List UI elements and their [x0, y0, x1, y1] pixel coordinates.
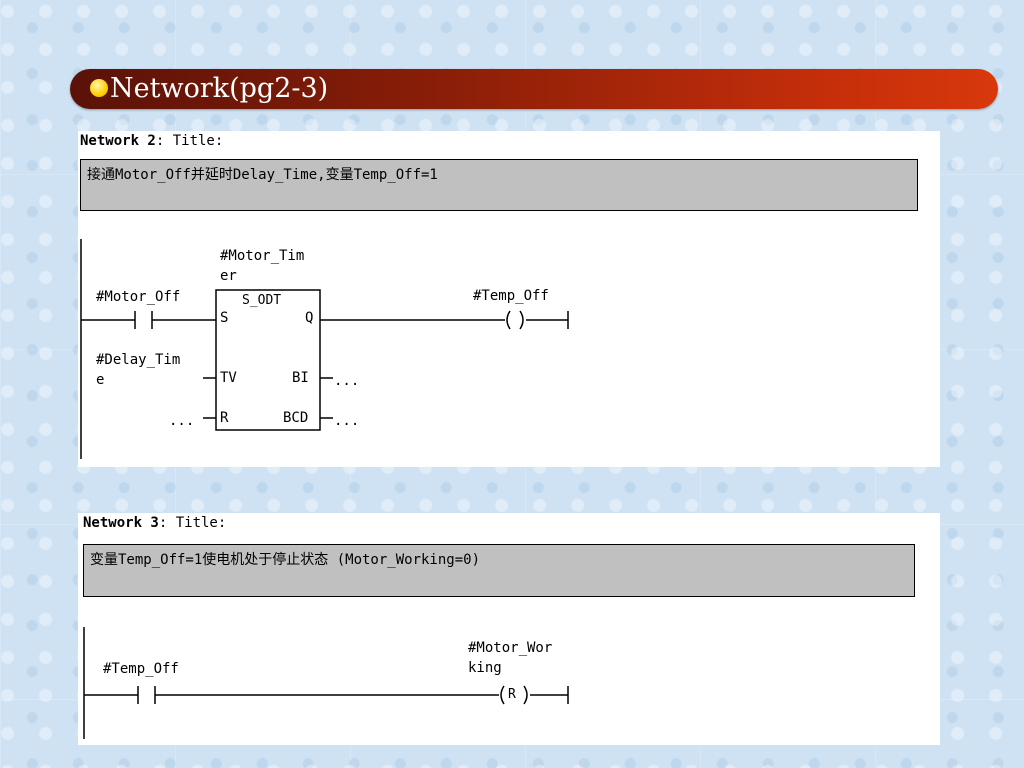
- network-2-header: Network 2: Title:: [80, 133, 223, 149]
- delay-time-line-2: e: [96, 372, 105, 388]
- network-3-number: Network 3: [83, 515, 159, 531]
- motor-working-line-1: #Motor_Wor: [468, 640, 553, 656]
- delay-time-line-1: #Delay_Tim: [96, 352, 181, 368]
- slide-title: Network(pg2-3): [110, 73, 329, 104]
- timer-pin-q: Q: [305, 310, 314, 326]
- temp-off-coil-icon[interactable]: [506, 310, 569, 330]
- network-3-ladder-diagram: [83, 627, 569, 739]
- network-2-comment-box[interactable]: 接通Motor_Off并延时Delay_Time,变量Temp_Off=1: [80, 159, 918, 211]
- timer-pin-tv: TV: [220, 370, 237, 386]
- timer-pin-r: R: [220, 410, 229, 426]
- motor-working-coil-label: #Motor_Wor king: [468, 638, 552, 678]
- network-2-title: : Title:: [155, 133, 224, 149]
- network-3-header: Network 3: Title:: [83, 515, 226, 531]
- timer-pin-bcd: BCD: [283, 410, 309, 426]
- timer-name-line-1: #Motor_Tim: [220, 248, 305, 264]
- network-3-panel: Network 3: Title: 变量Temp_Off=1使电机处于停止状态 …: [78, 513, 940, 745]
- temp-off-coil-label: #Temp_Off: [473, 288, 549, 304]
- motor-off-contact-icon[interactable]: [81, 311, 216, 329]
- slide-title-bar: Network(pg2-3): [70, 69, 998, 109]
- timer-pin-s: S: [220, 310, 229, 326]
- network-2-number: Network 2: [80, 133, 156, 149]
- timer-name-label: #Motor_Tim er: [220, 246, 304, 286]
- bi-output-placeholder[interactable]: ...: [334, 373, 360, 389]
- motor-off-label: #Motor_Off: [96, 289, 181, 305]
- motor-working-reset-coil-icon[interactable]: [500, 685, 569, 705]
- network-2-panel: Network 2: Title: 接通Motor_Off并延时Delay_Ti…: [78, 131, 940, 467]
- timer-name-line-2: er: [220, 268, 237, 284]
- network-3-title: : Title:: [158, 515, 227, 531]
- reset-coil-letter: R: [508, 687, 516, 702]
- network-3-comment-box[interactable]: 变量Temp_Off=1使电机处于停止状态 (Motor_Working=0): [83, 544, 915, 597]
- delay-time-label: #Delay_Tim e: [96, 350, 180, 390]
- bullet-icon: [90, 79, 108, 97]
- timer-type-label: S_ODT: [242, 293, 282, 308]
- bcd-output-placeholder[interactable]: ...: [334, 413, 360, 429]
- temp-off-contact-icon[interactable]: [84, 686, 499, 704]
- network-2-comment: 接通Motor_Off并延时Delay_Time,变量Temp_Off=1: [87, 167, 438, 183]
- temp-off-contact-label: #Temp_Off: [103, 661, 179, 677]
- network-3-comment: 变量Temp_Off=1使电机处于停止状态 (Motor_Working=0): [90, 552, 481, 568]
- motor-working-line-2: king: [468, 660, 502, 676]
- timer-pin-bi: BI: [292, 370, 309, 386]
- network-2-ladder-diagram: [80, 239, 569, 459]
- r-input-placeholder[interactable]: ...: [169, 413, 195, 429]
- s-odt-timer-block[interactable]: [215, 289, 321, 431]
